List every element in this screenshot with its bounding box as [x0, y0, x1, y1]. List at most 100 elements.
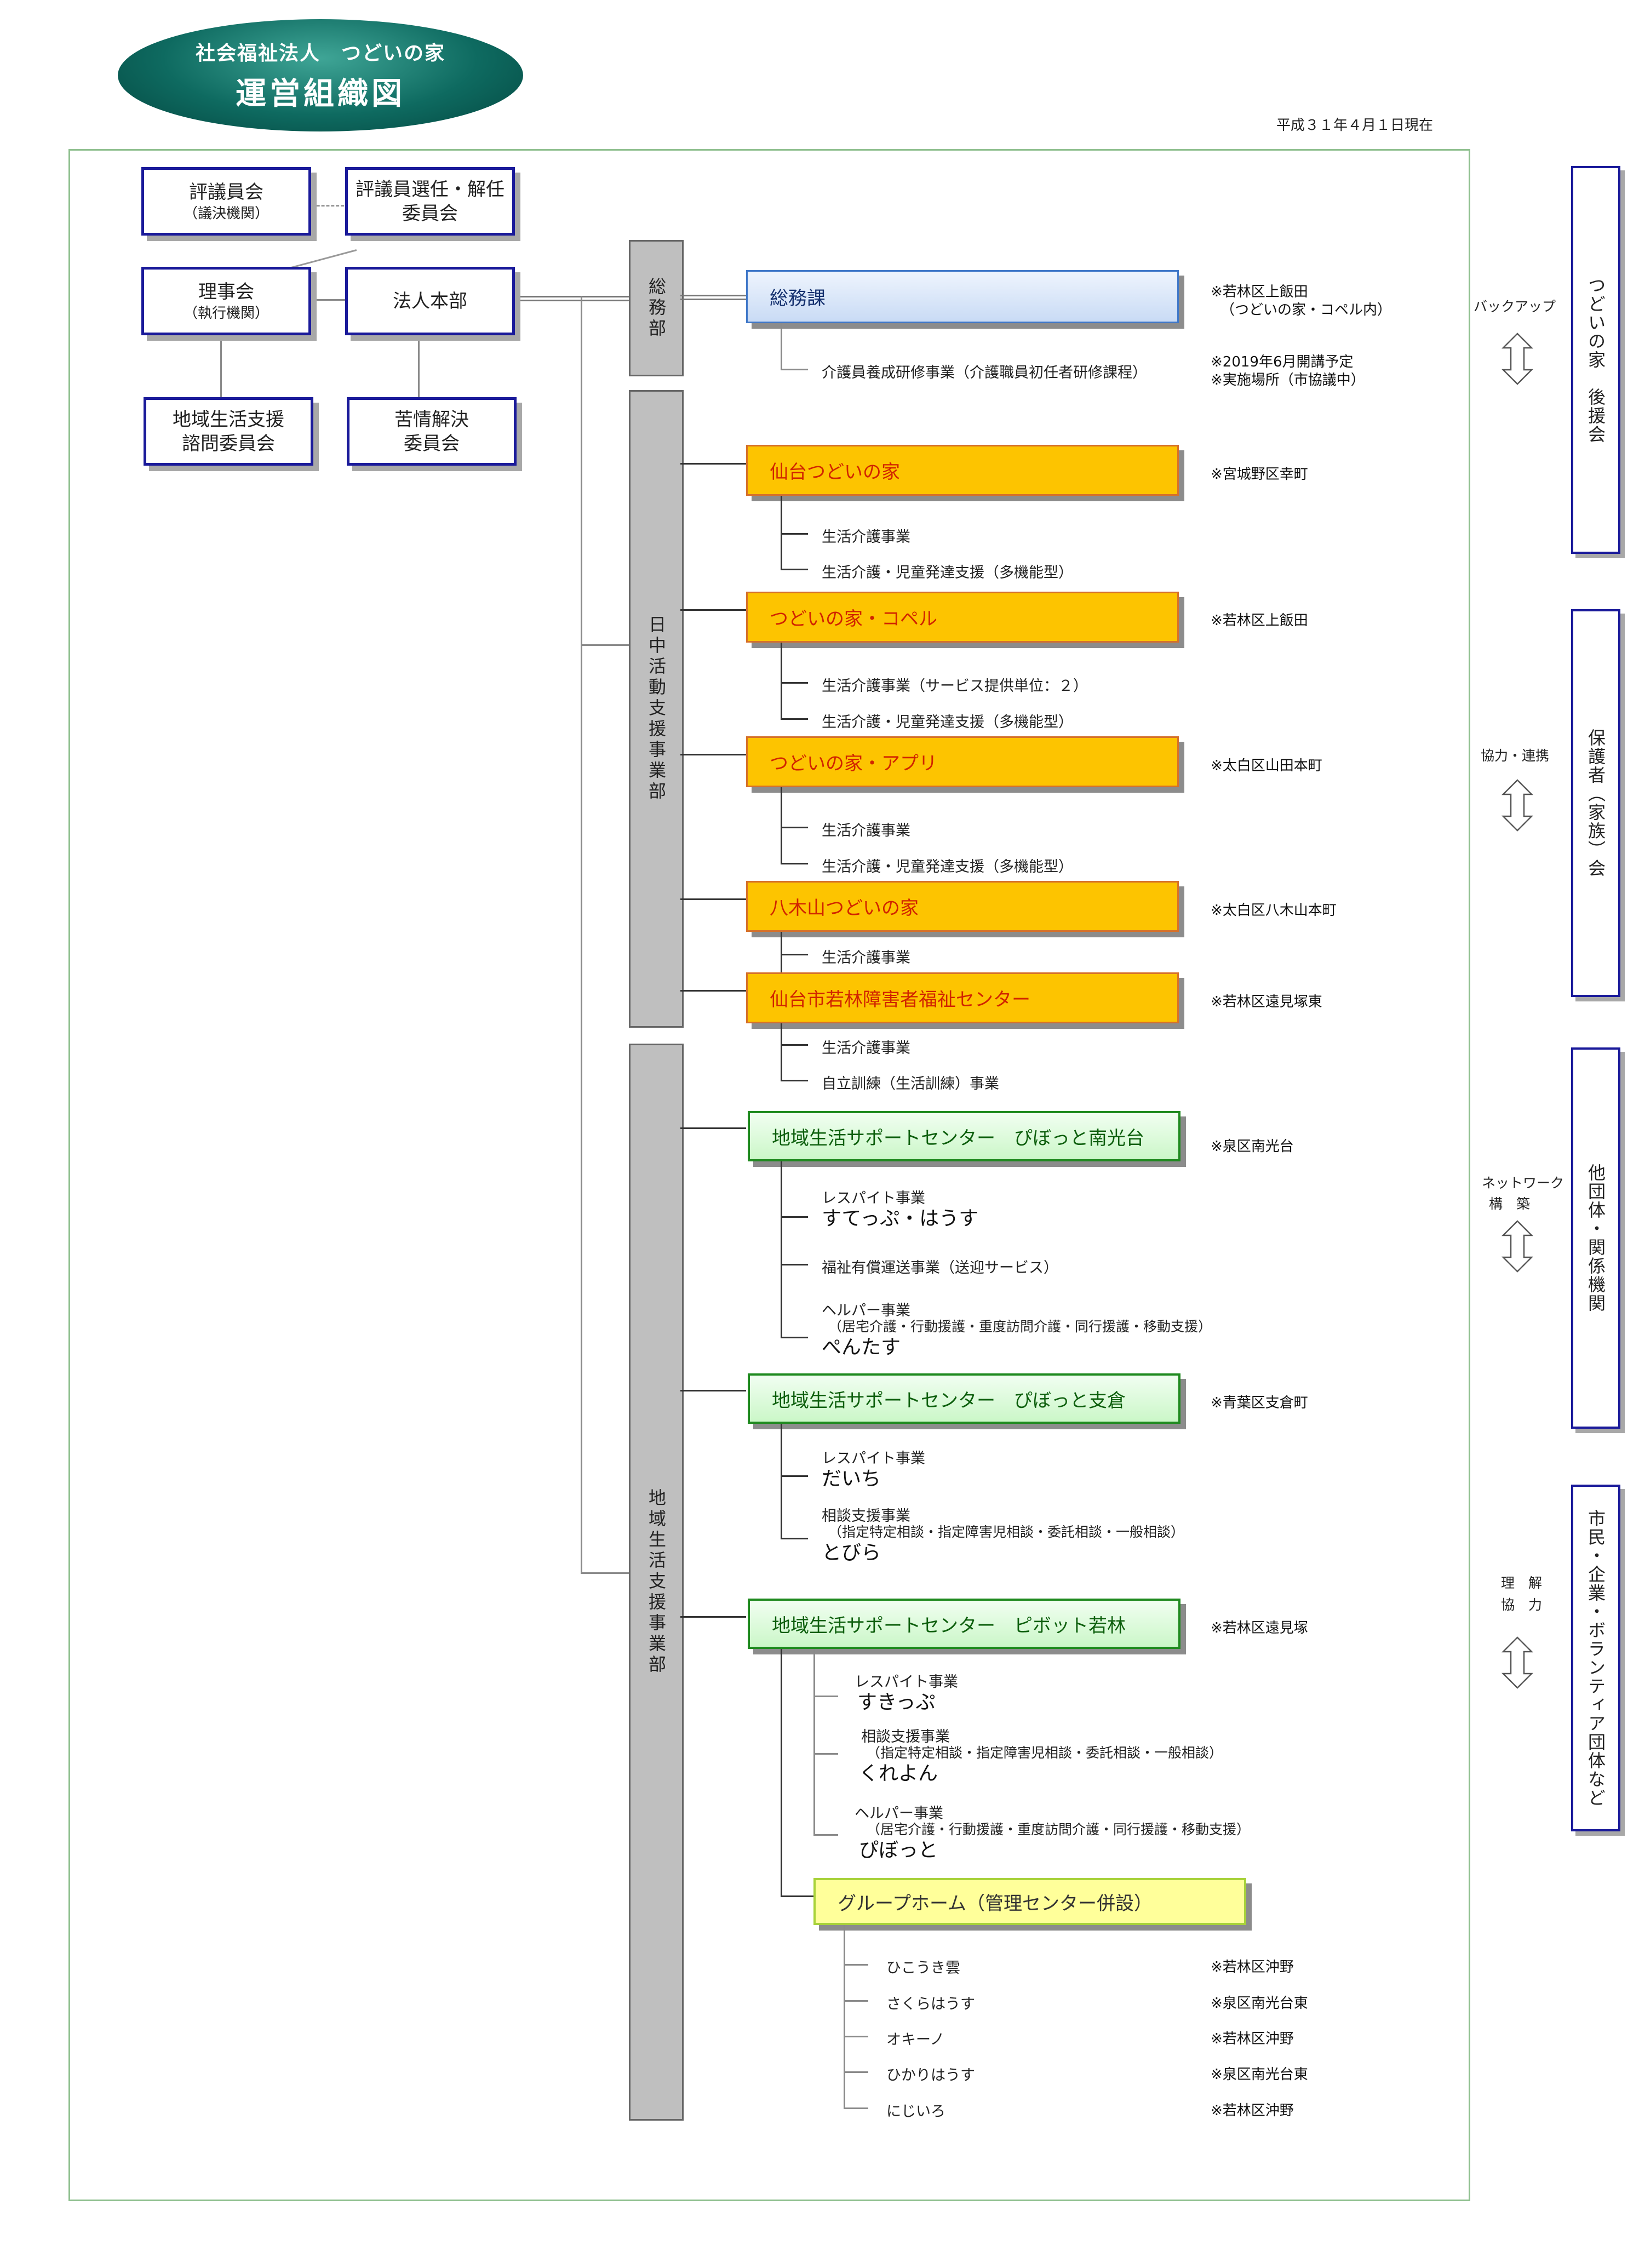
day-unit-item: 自立訓練（生活訓練）事業: [822, 1075, 999, 1092]
as-of-date: 平成３１年４月１日現在: [1276, 117, 1434, 134]
respite-label: レスパイト事業: [855, 1674, 958, 1691]
connector: [680, 1127, 746, 1129]
double-arrow-icon: [1501, 779, 1534, 832]
group-home-note: ※若林区沖野: [1211, 2103, 1294, 2119]
day-unit: 仙台市若林障害者福祉センター: [746, 972, 1179, 1023]
connector: [307, 299, 349, 301]
dept-community-label: 地域生活支援事業部: [646, 1488, 667, 1676]
connector: [581, 644, 630, 646]
connector: [581, 1572, 630, 1574]
dept-day-label: 日中活動支援事業部: [646, 615, 667, 803]
connector: [781, 954, 808, 955]
community-unit: 地域生活サポートセンター ピボット若林: [748, 1599, 1180, 1649]
helper-name: ぴぼっと: [859, 1839, 938, 1862]
day-unit-item: 生活介護・児童発達支援（多機能型）: [822, 714, 1073, 731]
respite-name: すきっぷ: [857, 1691, 936, 1714]
connector: [680, 295, 746, 296]
connector: [844, 2036, 868, 2037]
group-home-name: さくらはうす: [886, 1996, 975, 2013]
group-home-name: ひこうき雲: [886, 1960, 960, 1977]
connector: [781, 1538, 808, 1539]
consult-label: 相談支援事業: [822, 1508, 910, 1525]
connector: [844, 2107, 868, 2109]
relation-label: 構 築: [1489, 1196, 1531, 1212]
main-frame: [68, 149, 1470, 2201]
dept-community: 地域生活支援事業部: [629, 1044, 684, 2121]
complaint-committee-line1: 苦情解決: [394, 408, 469, 431]
community-unit-name: 地域生活サポートセンター ピボット若林: [772, 1614, 1126, 1637]
council-label: 評議員会: [189, 181, 263, 203]
general-affairs-note2: （つどいの家・コペル内）: [1220, 302, 1392, 318]
connector: [781, 1264, 808, 1265]
helper-label: ヘルパー事業: [822, 1302, 910, 1319]
relation-label: 協 力: [1501, 1597, 1543, 1613]
connector: [680, 990, 746, 992]
community-unit-name: 地域生活サポートセンター ぴぼっと南光台: [772, 1127, 1144, 1149]
day-unit-name: つどいの家・コペル: [770, 608, 937, 630]
complaint-committee-line2: 委員会: [404, 432, 460, 455]
day-unit-note: ※若林区上飯田: [1211, 612, 1308, 629]
connector: [781, 1044, 808, 1046]
double-arrow-icon: [1501, 1220, 1534, 1273]
connector: [781, 863, 808, 864]
regional-committee-line2: 諮問委員会: [182, 432, 275, 455]
external-org-box: つどいの家 後援会: [1571, 166, 1620, 554]
connector: [781, 1023, 782, 1081]
connector: [418, 329, 420, 399]
connector: [220, 329, 222, 399]
day-unit-item: 生活介護事業: [822, 1040, 910, 1057]
helper-label: ヘルパー事業: [855, 1805, 943, 1822]
respite-label: レスパイト事業: [822, 1190, 925, 1207]
day-unit-item: 生活介護・児童発達支援（多機能型）: [822, 564, 1073, 581]
connector: [813, 1753, 838, 1755]
general-affairs-note1: ※若林区上飯田: [1211, 284, 1308, 300]
connector: [680, 463, 746, 465]
consult-name: くれよん: [859, 1762, 938, 1785]
group-home-name: ひかりはうす: [886, 2067, 975, 2084]
group-home-name: オキーノ: [886, 2031, 945, 2048]
connector: [844, 2071, 868, 2073]
board-sub: （執行機関）: [183, 305, 269, 322]
connector: [813, 1834, 838, 1836]
group-home-note: ※若林区沖野: [1211, 2031, 1294, 2047]
respite-name: すてっぷ・はうす: [822, 1207, 979, 1230]
day-unit-item: 生活介護・児童発達支援（多機能型）: [822, 858, 1073, 875]
community-unit-note: ※若林区遠見塚: [1211, 1620, 1308, 1636]
day-unit-note: ※宮城野区幸町: [1211, 466, 1308, 483]
connector: [781, 1216, 808, 1218]
day-unit-item: 生活介護事業（サービス提供単位：２）: [822, 678, 1088, 695]
community-unit: 地域生活サポートセンター ぴぼっと南光台: [748, 1111, 1180, 1161]
board-box: 理事会 （執行機関）: [141, 267, 311, 335]
external-org-box: 他団体・関係機関: [1571, 1047, 1620, 1429]
relation-label: バックアップ: [1474, 299, 1556, 314]
regional-committee-line1: 地域生活支援: [173, 408, 284, 431]
connector: [781, 1649, 782, 1895]
day-unit-name: つどいの家・アプリ: [770, 753, 937, 775]
group-home-note: ※若林区沖野: [1211, 1959, 1294, 1975]
dept-general-label: 総務部: [646, 277, 667, 340]
selection-committee-line2: 委員会: [402, 202, 458, 225]
connector: [844, 2000, 868, 2002]
external-org-name: 保護者（家族）会: [1585, 729, 1606, 878]
day-unit-note: ※太白区八木山本町: [1211, 902, 1337, 919]
connector: [781, 496, 782, 570]
selection-committee-line1: 評議員選任・解任: [356, 178, 505, 201]
training-note1: ※2019年6月開講予定: [1211, 354, 1354, 370]
dept-general: 総務部: [629, 240, 684, 376]
day-unit-item: 生活介護事業: [822, 529, 910, 546]
transport-item: 福祉有償運送事業（送迎サービス）: [822, 1259, 1058, 1276]
community-unit-note: ※青葉区支倉町: [1211, 1395, 1308, 1411]
connector: [781, 718, 808, 720]
day-unit-item: 生活介護事業: [822, 949, 910, 966]
connector: [680, 754, 746, 755]
connector: [781, 1895, 813, 1897]
training-note2: ※実施場所（市協議中）: [1211, 372, 1365, 388]
helper-detail: （居宅介護・行動援護・重度訪問介護・同行援護・移動支援）: [867, 1822, 1251, 1837]
day-unit-note: ※太白区山田本町: [1211, 758, 1322, 774]
group-home-note: ※泉区南光台東: [1211, 1995, 1308, 2012]
community-unit-note: ※泉区南光台: [1211, 1138, 1294, 1155]
connector: [781, 1424, 782, 1539]
connector: [813, 1649, 815, 1835]
connector: [680, 299, 746, 300]
connector: [514, 296, 629, 297]
